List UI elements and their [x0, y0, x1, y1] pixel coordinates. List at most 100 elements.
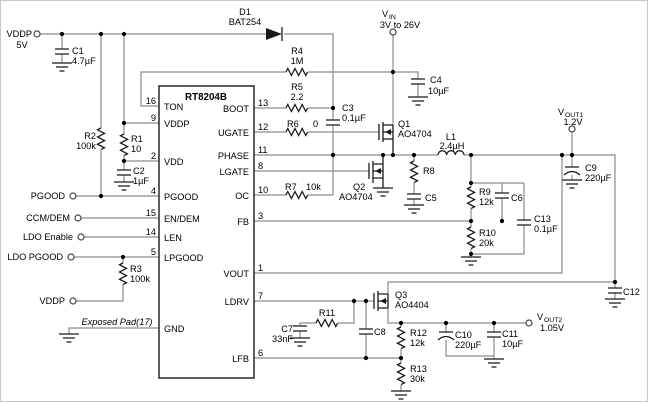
c1-value: 4.7µF	[72, 56, 96, 66]
ground-c7	[290, 337, 310, 347]
r6-ref: R6	[287, 119, 299, 129]
pin-num-13: 13	[258, 98, 268, 108]
vin-label-sub: IN	[389, 14, 396, 21]
wire-r3-to-vddp2	[76, 257, 124, 302]
c2-ref: C2	[133, 166, 145, 176]
capacitor-c13-symbol	[517, 219, 531, 226]
q1-value: AO4704	[398, 129, 432, 139]
pin-num-3: 3	[258, 211, 263, 221]
c11-ref: C11	[502, 329, 518, 339]
capacitor-c5-symbol	[407, 193, 421, 200]
r13-ref: R13	[410, 364, 427, 374]
wire-r11-c7	[299, 301, 355, 338]
pin-num-6: 6	[258, 348, 263, 358]
pin-num-1: 1	[258, 263, 263, 273]
resistor-r7-symbol	[285, 190, 309, 200]
resistor-r9-symbol	[466, 186, 476, 210]
capacitor-c7-symbol	[293, 325, 307, 332]
pin-label-vout: VOUT	[223, 269, 249, 279]
resistor-r5-symbol	[285, 103, 309, 113]
wire-c13-branch	[471, 183, 525, 255]
terminal-ldo-enable	[77, 233, 85, 241]
wire-ton-route	[140, 71, 286, 107]
terminal-vddp-value: 5V	[16, 40, 28, 50]
wires	[40, 33, 616, 391]
r9-ref: R9	[479, 187, 491, 197]
q3-ref: Q3	[395, 290, 407, 300]
c5-ref: C5	[425, 193, 437, 203]
junction-dots	[59, 31, 618, 361]
vout2-label-sub: OUT2	[544, 317, 562, 324]
terminal-ldo-pgood	[67, 253, 75, 261]
terminal-vddp2-label: VDDP	[39, 296, 65, 306]
c8-ref: C8	[374, 327, 386, 337]
r4-value: 1M	[291, 56, 304, 66]
ground-r10	[461, 256, 481, 266]
ground-c5	[404, 204, 424, 214]
terminal-vddp2	[69, 297, 77, 305]
terminal-vout2	[525, 319, 533, 327]
pin-num-14: 14	[146, 227, 156, 237]
pin-label-lpgood: LPGOOD	[164, 253, 204, 263]
r4-ref: R4	[291, 46, 303, 56]
terminal-ldo-enable-label: LDO Enable	[23, 232, 73, 242]
pin-label-fb: FB	[237, 217, 249, 227]
capacitor-c4-symbol	[411, 78, 425, 85]
capacitor-c3-symbol	[326, 119, 340, 126]
q1-ref: Q1	[398, 119, 410, 129]
pin-label-pgood: PGOOD	[164, 192, 199, 202]
diode-d1-symbol	[266, 28, 282, 40]
exposed-pad-label: Exposed Pad(17)	[82, 317, 153, 327]
q2-ref: Q2	[353, 182, 365, 192]
pin-num-12: 12	[258, 122, 268, 132]
vin-label: V	[382, 9, 389, 19]
wire-vout-sense	[254, 155, 563, 274]
r7-ref: R7	[285, 182, 297, 192]
c9-ref: C9	[585, 163, 597, 173]
pin-label-boot: BOOT	[223, 104, 249, 114]
wire-q3-drain-rail	[387, 281, 615, 294]
pin-num-9: 9	[151, 113, 156, 123]
pin-num-2: 2	[151, 151, 156, 161]
r12-value: 12k	[410, 338, 425, 348]
ground-c9	[562, 179, 582, 189]
capacitor-c11-symbol	[487, 331, 501, 338]
resistor-r1-symbol	[119, 133, 129, 157]
c13-value: 0.1µF	[534, 224, 558, 234]
wire-d1-cathode-to-boot	[284, 33, 334, 108]
r11-ref: R11	[319, 308, 335, 318]
r2-ref: R2	[84, 131, 96, 141]
resistor-r6-symbol	[285, 127, 309, 137]
c2-value: 1µF	[133, 176, 149, 186]
resistor-r11-symbol	[315, 318, 339, 328]
r10-ref: R10	[479, 228, 496, 238]
wire-divider-topnode	[471, 182, 524, 221]
resistor-r2-symbol	[96, 127, 106, 151]
capacitor-c8-symbol	[359, 328, 373, 335]
r5-ref: R5	[291, 82, 303, 92]
terminal-ldo-pgood-label: LDO PGOOD	[7, 252, 63, 262]
ground-c4	[408, 96, 428, 106]
pin-label-gnd: GND	[164, 324, 185, 334]
pin-label-lgate: LGATE	[220, 167, 249, 177]
pin-label-vdd: VDD	[164, 157, 184, 167]
c11-value: 10µF	[502, 339, 524, 349]
capacitor-c1-symbol	[55, 48, 69, 55]
labels: RT8204B 16 TON 9 VDDP 2 VDD 4 PGOOD 15 E…	[6, 7, 639, 384]
terminal-vddp	[33, 30, 41, 38]
r7-value: 10k	[306, 182, 321, 192]
pin-num-16: 16	[146, 96, 156, 106]
capacitor-c10-symbol	[437, 331, 455, 341]
capacitor-c6-symbol	[495, 192, 509, 199]
c6-ref: C6	[511, 193, 523, 203]
ic-title: RT8204B	[185, 92, 227, 103]
ic-body	[158, 85, 255, 379]
mosfet-q3-symbol	[373, 291, 389, 311]
d1-value: BAT254	[229, 17, 262, 27]
q3-value: AO4404	[395, 300, 429, 310]
c4-ref: C4	[430, 75, 442, 85]
resistor-r12-symbol	[396, 326, 406, 350]
pin-label-lfb: LFB	[232, 354, 249, 364]
r13-value: 30k	[410, 374, 425, 384]
pin-label-ugate: UGATE	[218, 128, 249, 138]
